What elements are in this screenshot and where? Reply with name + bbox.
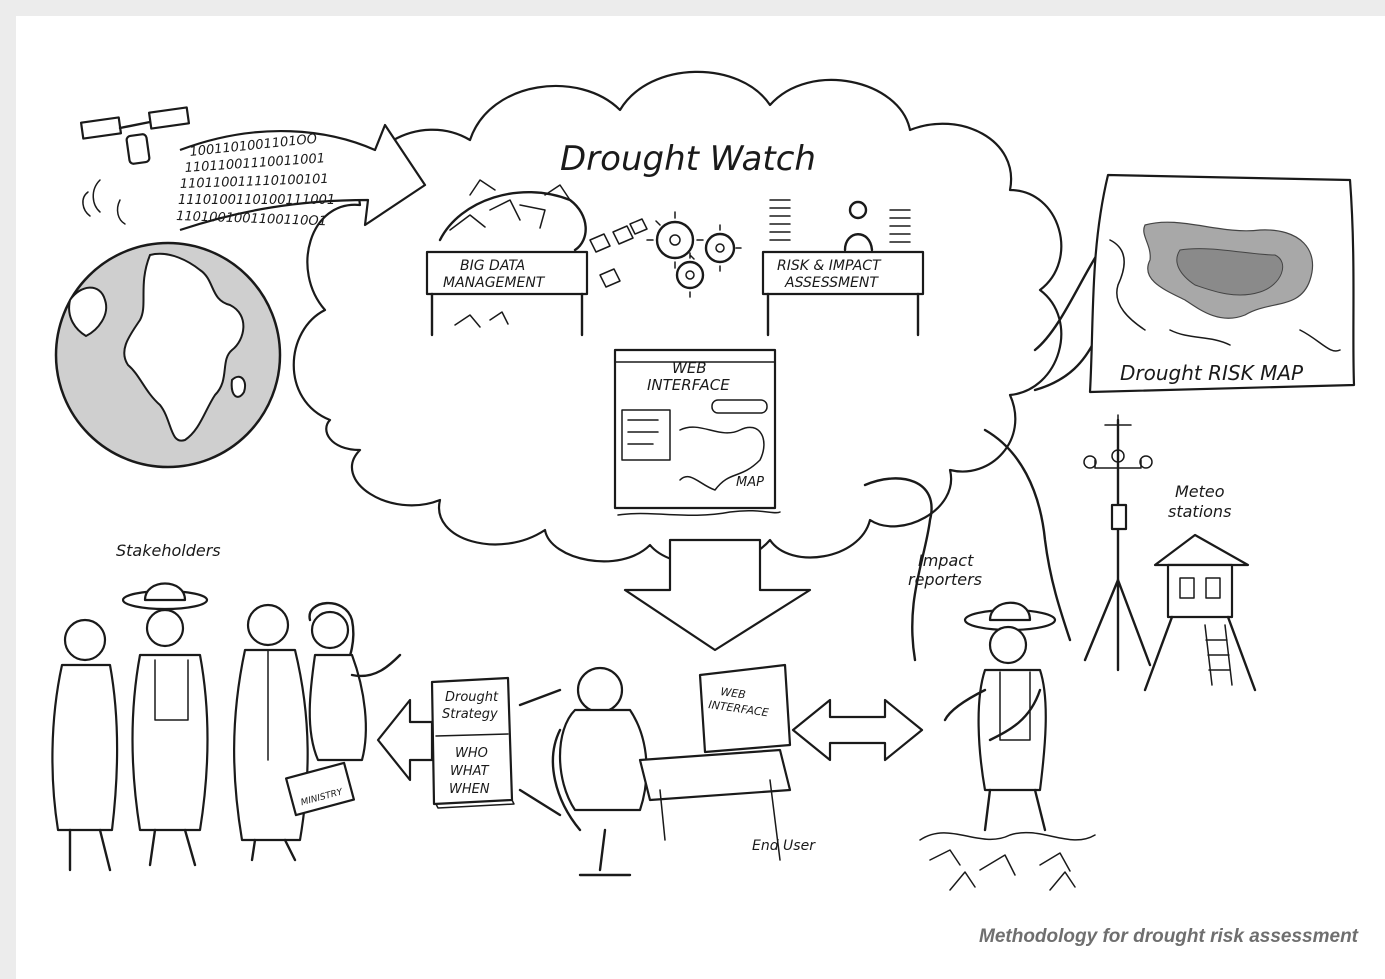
monitor-web-label: WEB: [720, 685, 747, 701]
web-map-label: MAP: [736, 475, 764, 490]
risk-impact-desk: RISK & IMPACT ASSESSMENT: [761, 199, 925, 337]
assessment-label: ASSESSMENT: [784, 275, 879, 291]
end-user-workstation: WEB INTERFACE End User: [551, 663, 816, 877]
farmer-impact-reporter: [919, 601, 1096, 891]
strategy-drought-label: Drought: [445, 690, 499, 705]
drought-strategy-document: Drought Strategy WHO WHAT WHEN: [430, 676, 562, 817]
web-label: WEB: [672, 359, 707, 377]
strategy-to-stakeholders-arrow: [376, 698, 434, 782]
management-label: MANAGEMENT: [443, 275, 546, 291]
binary-row-3: 110110011110100101: [180, 172, 329, 192]
end-user-label: End User: [752, 838, 816, 854]
risk-impact-label: RISK & IMPACT: [777, 258, 882, 274]
interface-label: INTERFACE: [647, 376, 730, 394]
big-data-label: BIG DATA: [460, 258, 525, 274]
drought-watch-title: Drought Watch: [560, 139, 816, 179]
when-label: WHEN: [449, 782, 490, 797]
stakeholders-group: Stakeholders MINISTRY: [51, 541, 402, 872]
meteo-label: Meteo: [1175, 482, 1225, 501]
exchange-double-arrow: [791, 698, 924, 762]
risk-map-label: Drought RISK MAP: [1120, 361, 1304, 385]
stakeholders-label: Stakeholders: [116, 541, 221, 560]
output-down-arrow: [623, 538, 812, 652]
binary-row-4: 1110100110100111001: [178, 193, 335, 208]
data-stream-arrow: 1001101001101OO 11011001110011001 110110…: [176, 123, 427, 232]
who-label: WHO: [455, 746, 488, 761]
binary-row-5: 1101001001100110O1: [176, 209, 327, 229]
web-interface-window: WEB INTERFACE MAP: [613, 348, 781, 516]
drought-risk-map: Drought RISK MAP: [1088, 173, 1356, 394]
reporters-label: reporters: [908, 570, 982, 589]
earth-globe: [54, 241, 282, 469]
stations-label: stations: [1168, 502, 1231, 521]
big-data-management-desk: BIG DATA MANAGEMENT: [425, 179, 589, 337]
figure-caption: Methodology for drought risk assessment: [979, 926, 1358, 947]
strategy-label: Strategy: [442, 707, 498, 722]
processing-gears: [589, 211, 742, 298]
meteo-station: Meteo stations: [1083, 414, 1257, 692]
drought-watch-cloud: [292, 70, 1102, 566]
satellite: [79, 106, 191, 225]
what-label: WHAT: [450, 764, 490, 779]
impact-reporters: Impact reporters: [863, 428, 1072, 662]
impact-label: Impact: [918, 551, 974, 570]
